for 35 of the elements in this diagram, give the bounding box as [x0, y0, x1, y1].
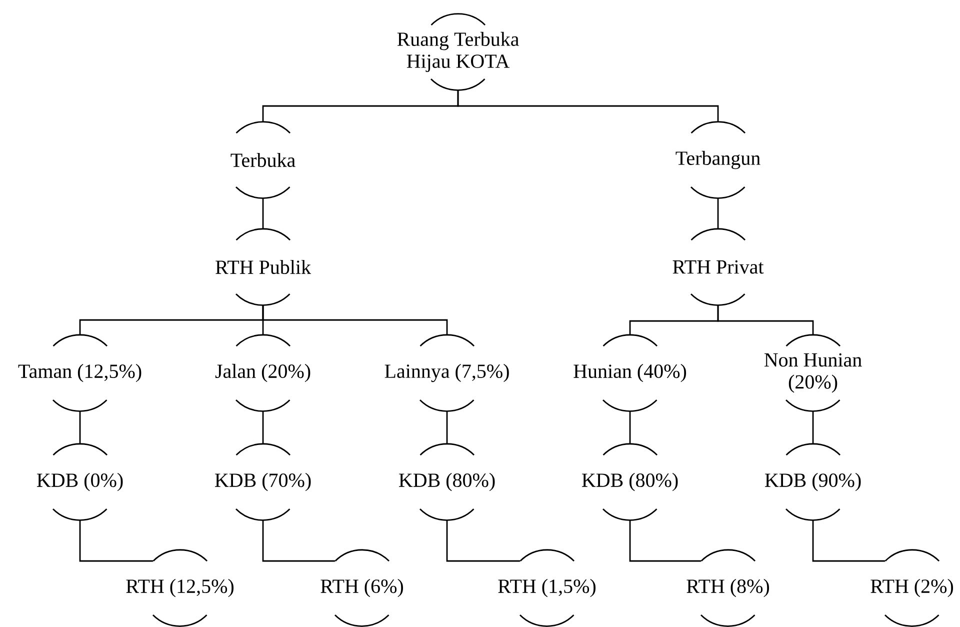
circle-node: Lainnya (7,5%) — [384, 334, 509, 412]
circle-node: RTH (6%) — [320, 549, 403, 627]
circle-node: Terbangun — [676, 121, 760, 199]
circle-node: Non Hunian (20%) — [764, 334, 862, 412]
circle-node: KDB (80%) — [582, 443, 678, 521]
circle-node: Ruang Terbuka Hijau KOTA — [397, 13, 519, 91]
connector-line — [457, 90, 719, 122]
connector-line — [717, 305, 814, 335]
connector-line — [446, 520, 520, 562]
connector-line — [79, 520, 153, 562]
circle-node: RTH Privat — [672, 228, 764, 306]
circle-node: RTH (12,5%) — [126, 549, 234, 627]
circle-node: KDB (90%) — [765, 443, 861, 521]
connector-line — [262, 305, 448, 335]
connector-line — [262, 520, 335, 562]
circle-node: RTH (1,5%) — [498, 549, 596, 627]
circle-node: RTH Publik — [216, 228, 312, 306]
connector-line — [629, 520, 701, 562]
connector-line — [79, 411, 81, 444]
circle-node: KDB (80%) — [398, 443, 495, 521]
connector-line — [812, 411, 814, 444]
circle-node: RTH (8%) — [686, 549, 769, 627]
circle-node: Terbuka — [230, 121, 296, 199]
circle-node: RTH (2%) — [870, 549, 953, 627]
connector-line — [262, 198, 264, 229]
connector-line — [717, 198, 719, 229]
circle-node: KDB (70%) — [214, 443, 311, 521]
connector-line — [812, 520, 885, 562]
connector-line — [629, 411, 631, 444]
circle-node: KDB (0%) — [36, 443, 123, 521]
circle-node: Taman (12,5%) — [18, 334, 142, 412]
connector-line — [262, 411, 264, 444]
circle-node: Jalan (20%) — [215, 334, 310, 412]
connector-line — [446, 411, 448, 444]
circle-node: Hunian (40%) — [574, 334, 686, 412]
